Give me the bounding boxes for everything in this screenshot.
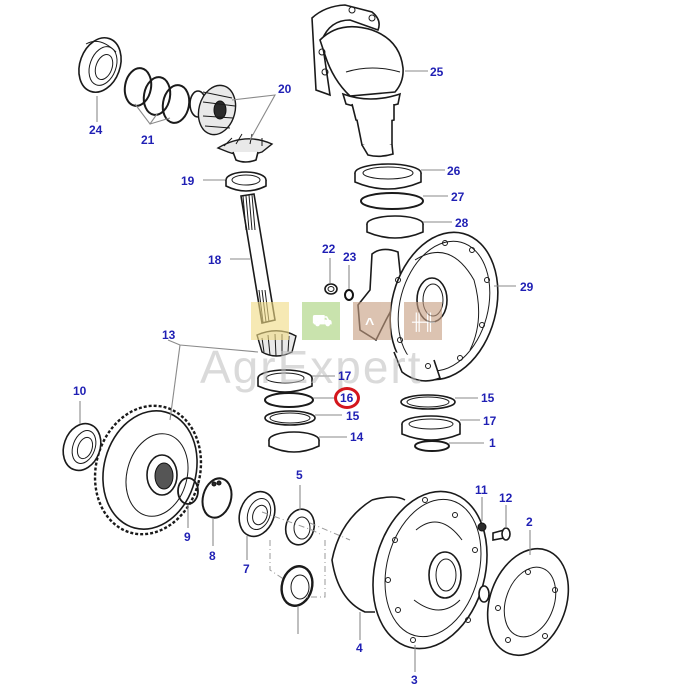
label-part-12[interactable]: 12 (499, 491, 513, 505)
label-part-26[interactable]: 26 (447, 164, 461, 178)
part-17-bearing-cup-right[interactable] (401, 415, 461, 441)
part-9-ring[interactable] (177, 477, 199, 505)
part-23-washer[interactable] (344, 289, 354, 301)
part-25-elbow-housing[interactable] (311, 4, 404, 158)
part-15-shim-left[interactable] (264, 410, 316, 426)
label-part-9[interactable]: 9 (184, 530, 191, 544)
part-3-hub-cover[interactable] (356, 478, 504, 661)
part-7-bearing[interactable] (233, 487, 281, 542)
label-part-11[interactable]: 11 (475, 483, 488, 497)
label-part-15-left[interactable]: 15 (346, 409, 360, 423)
part-1-circlip[interactable] (414, 440, 450, 452)
part-24-bearing[interactable] (72, 32, 129, 98)
label-part-2[interactable]: 2 (526, 515, 533, 529)
label-part-14[interactable]: 14 (350, 430, 364, 444)
label-part-16[interactable]: 16 (340, 391, 354, 405)
label-part-10[interactable]: 10 (73, 384, 87, 398)
label-part-18[interactable]: 18 (208, 253, 222, 267)
part-16-shim[interactable] (264, 392, 314, 408)
label-part-3[interactable]: 3 (411, 673, 418, 687)
part-27-o-ring[interactable] (360, 192, 424, 210)
label-part-23[interactable]: 23 (343, 250, 357, 264)
label-part-25[interactable]: 25 (430, 65, 444, 79)
part-17-bearing-cup-left[interactable] (257, 369, 313, 393)
part-11-washer[interactable] (477, 522, 487, 532)
watermark-tile-machinery: ^ (353, 302, 391, 340)
fence-icon: ╫╫ (412, 314, 435, 331)
label-part-27[interactable]: 27 (451, 190, 465, 204)
part-20-bevel-gears[interactable] (189, 81, 274, 163)
watermark-text: AgrExpert (200, 341, 423, 393)
label-part-17-right[interactable]: 17 (483, 414, 497, 428)
label-part-28[interactable]: 28 (455, 216, 469, 230)
label-part-24[interactable]: 24 (89, 123, 103, 137)
part-5-seal[interactable] (282, 506, 318, 548)
highlight-ring-part-16 (334, 387, 360, 409)
part-4-gasket[interactable] (331, 499, 375, 613)
part-15-shim-right[interactable] (400, 394, 456, 410)
wrench-icon: ^ (365, 316, 375, 333)
label-part-13[interactable]: 13 (162, 328, 176, 342)
part-12-bolt[interactable] (492, 527, 511, 541)
label-part-22[interactable]: 22 (322, 242, 336, 256)
part-21-o-rings[interactable] (122, 66, 192, 125)
part-10-bearing[interactable] (57, 418, 107, 475)
label-part-1[interactable]: 1 (489, 436, 496, 450)
part-28-seal[interactable] (366, 215, 424, 239)
watermark-tile-parts (251, 302, 289, 340)
part-29-axle-housing[interactable] (357, 220, 514, 392)
watermark-tile-tools: ⛟ (302, 302, 340, 340)
part-26-seal[interactable] (354, 163, 422, 190)
part-8-circlip[interactable] (198, 475, 235, 521)
part-14-spacer[interactable] (268, 431, 320, 453)
label-part-5[interactable]: 5 (296, 468, 303, 482)
label-part-29[interactable]: 29 (520, 280, 534, 294)
label-part-4[interactable]: 4 (356, 641, 363, 655)
label-part-8[interactable]: 8 (209, 549, 216, 563)
seal-assembly[interactable] (277, 563, 316, 609)
label-part-21[interactable]: 21 (141, 133, 155, 147)
label-part-19[interactable]: 19 (181, 174, 195, 188)
wheelbarrow-icon: ⛟ (312, 313, 333, 330)
label-part-15-right[interactable]: 15 (481, 391, 495, 405)
watermark-tile-fence: ╫╫ (404, 302, 442, 340)
label-part-17-left[interactable]: 17 (338, 369, 352, 383)
part-13-crown-wheel[interactable] (81, 394, 215, 546)
part-2-flange[interactable] (473, 537, 582, 666)
part-19-bearing-cup[interactable] (225, 171, 267, 192)
label-part-20[interactable]: 20 (278, 82, 292, 96)
label-part-7[interactable]: 7 (243, 562, 250, 576)
part-22-breather[interactable] (324, 283, 338, 295)
